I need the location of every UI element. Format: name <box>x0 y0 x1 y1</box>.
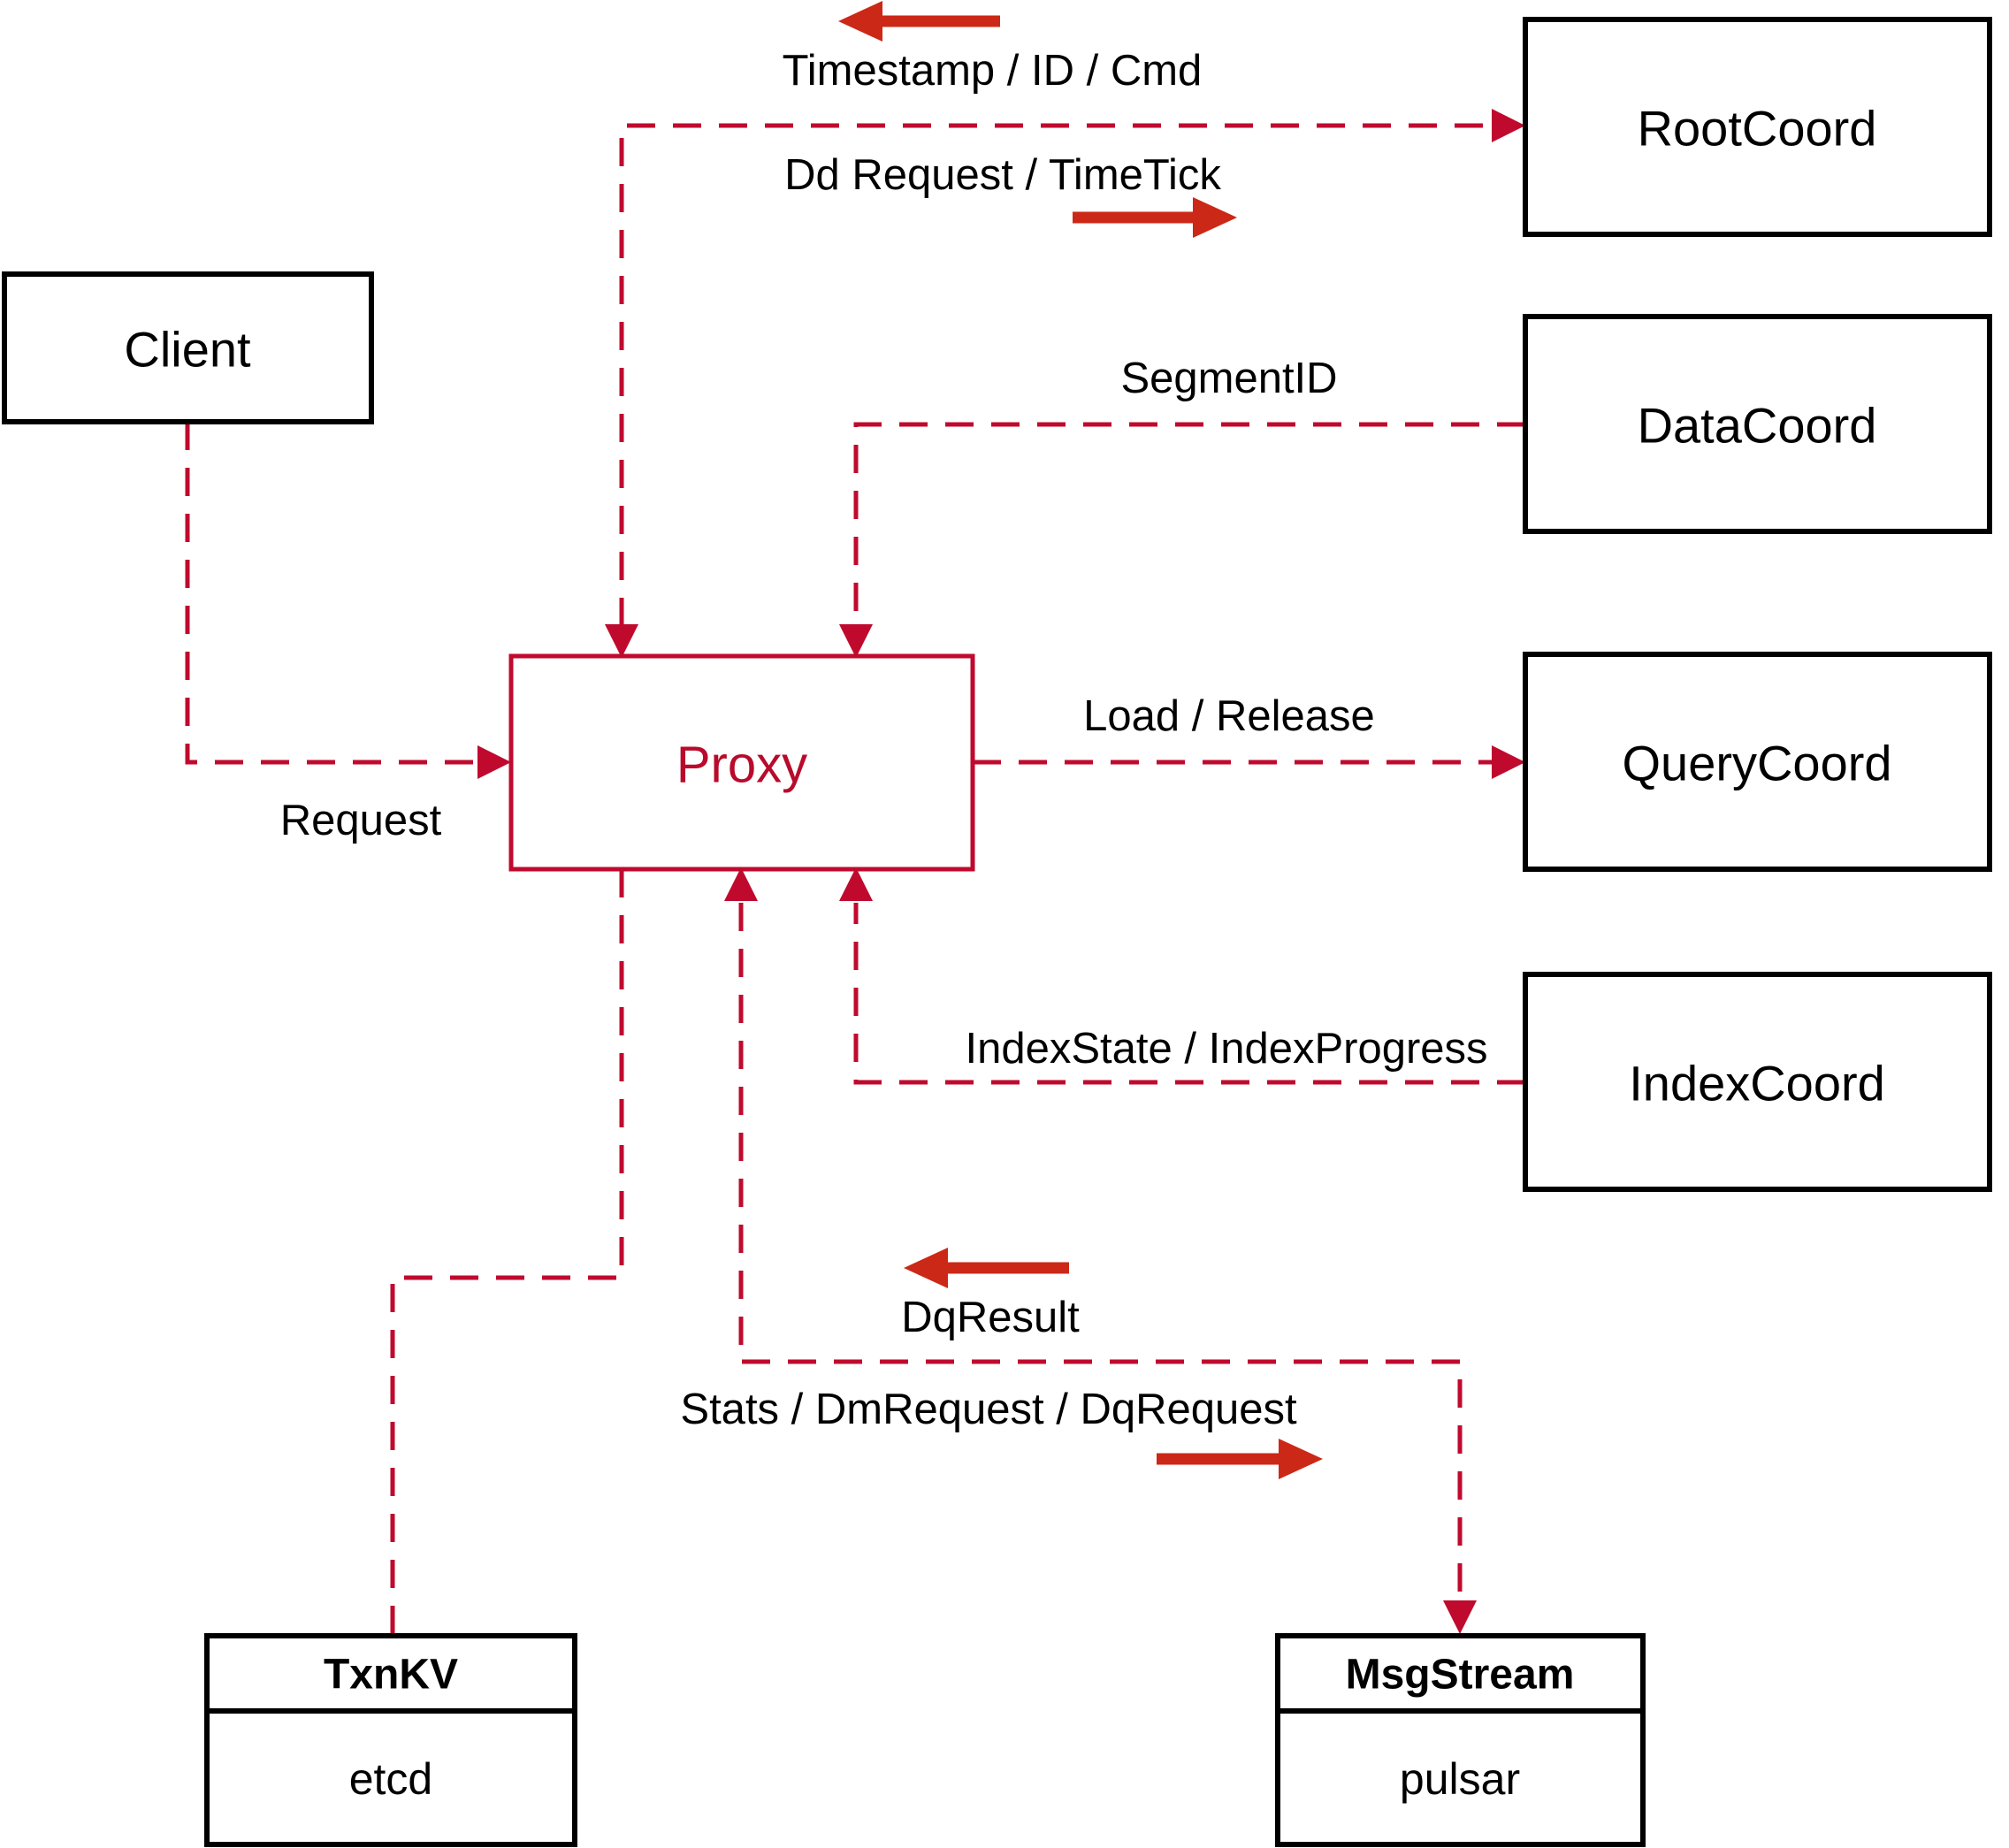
node-querycoord: QueryCoord <box>1523 652 1992 872</box>
edge-datacoord-proxy <box>853 422 1525 626</box>
edge-client-proxy <box>185 422 477 765</box>
node-client-label: Client <box>124 322 251 378</box>
node-datacoord-label: DataCoord <box>1638 398 1877 454</box>
dq-result-direction-left-arrow-icon <box>904 1248 1069 1288</box>
edge-label-request: Request <box>280 797 442 844</box>
arrowhead-into-msgstream-icon <box>1443 1600 1477 1634</box>
dd-request-direction-right-arrow-icon <box>1073 197 1237 238</box>
node-querycoord-label: QueryCoord <box>1622 736 1891 791</box>
stats-direction-right-arrow-icon <box>1157 1439 1323 1479</box>
node-rootcoord-label: RootCoord <box>1638 101 1877 157</box>
edge-label-index-state: IndexState / IndexProgress <box>965 1025 1487 1073</box>
edge-indexcoord-proxy <box>853 903 1525 1085</box>
edge-proxy-txnkv <box>390 869 624 1636</box>
arrowhead-into-proxy-bottom-right-icon <box>839 867 873 901</box>
node-client: Client <box>2 271 374 424</box>
arrowhead-into-proxy-left-icon <box>477 745 511 779</box>
node-txnkv: TxnKV etcd <box>204 1633 577 1847</box>
edge-proxy-msgstream <box>738 903 1463 1602</box>
edge-label-dq-result: DqResult <box>901 1294 1080 1341</box>
node-indexcoord: IndexCoord <box>1523 972 1992 1192</box>
node-txnkv-title: TxnKV <box>324 1652 458 1699</box>
node-proxy: Proxy <box>508 653 975 872</box>
arrowhead-into-proxy-top-right-icon <box>839 624 873 658</box>
arrowhead-into-proxy-bottom-left-icon <box>724 867 758 901</box>
node-rootcoord: RootCoord <box>1523 17 1992 237</box>
node-txnkv-subtitle: etcd <box>349 1754 433 1804</box>
node-datacoord: DataCoord <box>1523 314 1992 534</box>
edge-label-stats: Stats / DmRequest / DqRequest <box>680 1386 1297 1433</box>
node-msgstream-title: MsgStream <box>1346 1652 1575 1699</box>
node-proxy-label: Proxy <box>676 737 807 794</box>
node-msgstream-subtitle: pulsar <box>1400 1754 1520 1804</box>
arrowhead-into-rootcoord-icon <box>1492 109 1525 142</box>
arrowhead-into-querycoord-icon <box>1492 745 1525 779</box>
edge-label-segment-id: SegmentID <box>1120 355 1337 402</box>
edge-proxy-rootcoord <box>619 123 1492 626</box>
node-indexcoord-label: IndexCoord <box>1629 1056 1885 1111</box>
edge-label-dd-request: Dd Request / TimeTick <box>784 151 1221 199</box>
edge-label-timestamp: Timestamp / ID / Cmd <box>783 47 1203 95</box>
edge-label-load-release: Load / Release <box>1083 692 1375 740</box>
arrowhead-into-proxy-top-left-icon <box>605 624 638 658</box>
timestamp-direction-left-arrow-icon <box>838 1 1000 42</box>
node-msgstream: MsgStream pulsar <box>1275 1633 1646 1847</box>
